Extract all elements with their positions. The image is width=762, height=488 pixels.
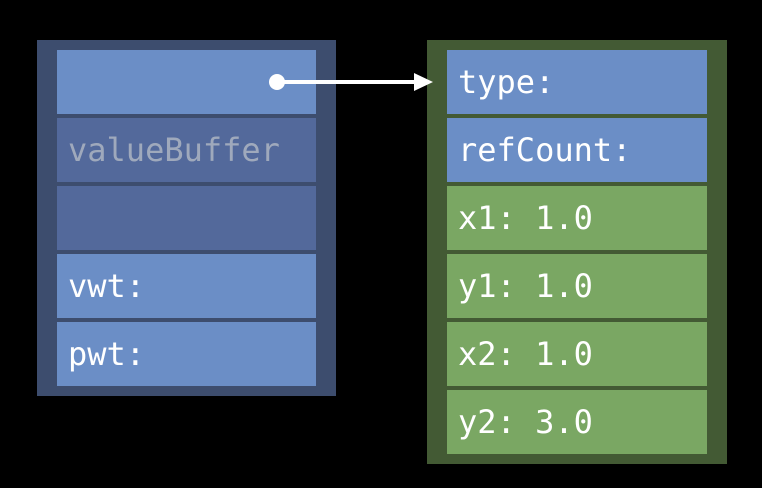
heap-box: type: refCount: x1: 1.0 y1: 1.0 x2: 1.0 … <box>427 40 727 464</box>
refcount-label: refCount: <box>458 131 632 169</box>
x1-label: x1: 1.0 <box>458 199 593 237</box>
type-label: type: <box>458 63 555 101</box>
x2-label: x2: 1.0 <box>458 335 593 373</box>
value-buffer-label: valueBuffer <box>68 131 280 169</box>
pwt-row: pwt: <box>57 322 316 386</box>
x1-row: x1: 1.0 <box>447 186 707 250</box>
refcount-row: refCount: <box>447 118 707 182</box>
existential-container-box: valueBuffer vwt: pwt: <box>37 40 336 396</box>
type-row: type: <box>447 50 707 114</box>
vwt-label: vwt: <box>68 267 146 305</box>
y2-label: y2: 3.0 <box>458 403 593 441</box>
vwt-row: vwt: <box>57 254 316 318</box>
y1-row: y1: 1.0 <box>447 254 707 318</box>
pwt-label: pwt: <box>68 335 146 373</box>
y1-label: y1: 1.0 <box>458 267 593 305</box>
value-buffer-label-row: valueBuffer <box>57 118 316 182</box>
value-buffer-word-row-3 <box>57 186 316 250</box>
value-buffer-word-row-1 <box>57 50 316 114</box>
x2-row: x2: 1.0 <box>447 322 707 386</box>
y2-row: y2: 3.0 <box>447 390 707 454</box>
